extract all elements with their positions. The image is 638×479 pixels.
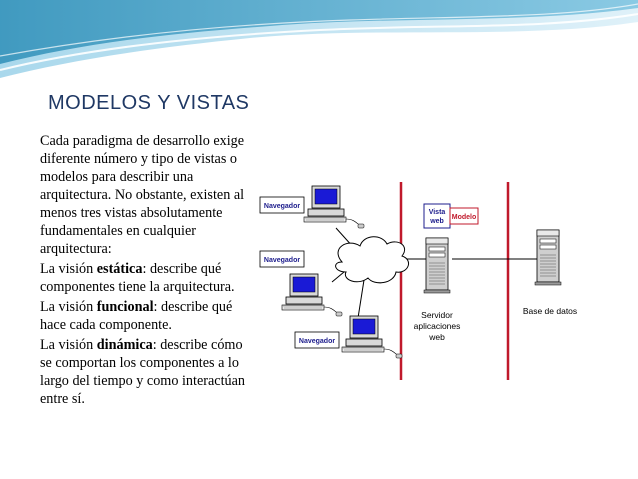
view-dynamic-description: : describe cómo se comportan los compone… xyxy=(40,337,245,407)
browser-label-1: Navegador xyxy=(264,203,300,210)
slide-title: MODELOS Y VISTAS xyxy=(48,92,250,114)
view-dynamic-term: dinámica xyxy=(96,337,153,353)
view-functional-paragraph: La visión funcional: describe qué hace c… xyxy=(40,298,250,334)
browser-label-2: Navegador xyxy=(264,257,300,264)
view-dynamic-prefix: La visión xyxy=(40,337,97,353)
header-wave-decoration xyxy=(0,0,638,78)
slide-body: Cada paradigma de desarrollo exige difer… xyxy=(40,132,250,410)
view-functional-prefix: La visión xyxy=(40,299,97,315)
database-server-icon xyxy=(534,229,562,286)
view-functional-term: funcional xyxy=(96,299,154,315)
view-functional-description: : describe qué hace cada componente. xyxy=(40,299,233,333)
browser-label-3: Navegador xyxy=(299,338,335,345)
model-label: Modelo xyxy=(452,214,477,221)
intro-paragraph: Cada paradigma de desarrollo exige difer… xyxy=(40,133,245,257)
view-static-term: estática xyxy=(96,261,143,277)
view-static-prefix: La visión xyxy=(40,261,97,277)
server-tower-icon xyxy=(423,237,451,294)
view-static-paragraph: La visión estática: describe qué compone… xyxy=(40,260,250,296)
view-static-description: : describe qué componentes tiene la arqu… xyxy=(40,261,235,295)
database-label: Base de datos xyxy=(523,306,577,316)
view-dynamic-paragraph: La visión dinámica: describe cómo se com… xyxy=(40,336,250,408)
